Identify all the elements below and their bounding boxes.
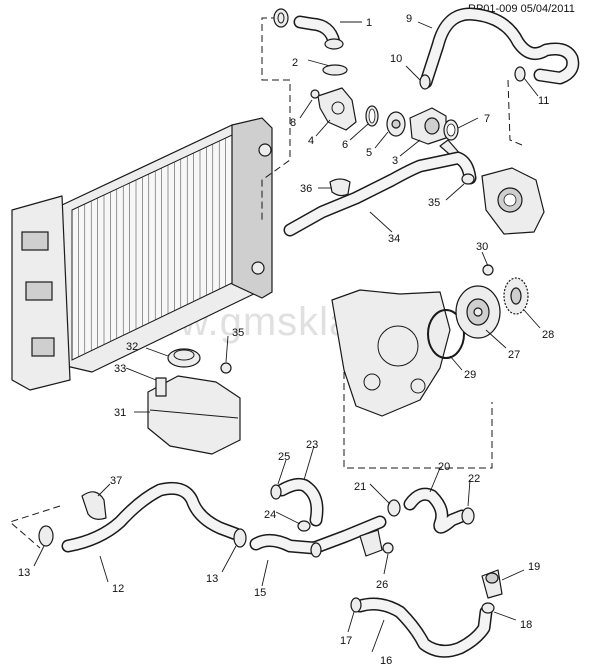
seal-ring [365,105,379,127]
tank-fitting [220,362,232,374]
callout-9: 9 [406,13,412,25]
radiator-outlet-hose [61,481,243,553]
callout-30: 30 [476,241,488,253]
heater-outlet-hose [403,487,469,534]
thermostat [386,111,406,137]
callout-12: 12 [112,583,124,595]
callout-3: 3 [392,155,398,167]
gasket [443,119,459,141]
callout-19: 19 [528,561,540,573]
bolt [382,542,394,554]
callout-27: 27 [508,349,520,361]
clamp [273,8,289,28]
callout-11: 11 [538,95,549,107]
callout-17: 17 [340,635,352,647]
callout-4: 4 [308,135,314,147]
water-pump [455,285,501,339]
hose-clamp [419,74,431,90]
callout-23: 23 [306,439,318,451]
hose-clamp [310,542,322,558]
clamp [322,64,348,76]
pipe-bracket [359,529,383,557]
callout-28: 28 [542,329,554,341]
upper-hose [293,15,344,50]
callout-18: 18 [520,619,532,631]
hose-clamp [514,66,526,82]
callout-15: 15 [254,587,266,599]
hose-clamp [350,597,362,613]
callout-29: 29 [464,369,476,381]
callout-22: 22 [468,473,480,485]
callout-35a: 35 [232,327,244,339]
callout-8: 8 [290,117,296,129]
bracket [81,491,107,520]
callout-34: 34 [388,233,400,245]
callout-7: 7 [484,113,490,125]
surge-tank-cap [167,348,201,368]
callout-32: 32 [126,341,138,353]
engine-block-section [331,289,451,417]
hose-connector [481,569,503,599]
callout-21: 21 [354,481,366,493]
callout-5: 5 [366,147,372,159]
callout-37: 37 [110,475,122,487]
surge-tank [147,375,241,455]
assembly-guide-lines [9,17,523,549]
callout-13b: 13 [206,573,218,585]
callout-35b: 35 [428,197,440,209]
heater-hose [419,7,580,89]
throttle-body [481,167,545,235]
document-reference: RP01-009 05/04/2011 [468,3,575,15]
callout-20: 20 [438,461,450,473]
callout-33: 33 [114,363,126,375]
hose-clamp [233,528,247,548]
heater-inlet-hose [275,478,324,527]
callout-2: 2 [292,57,298,69]
callout-6: 6 [342,139,348,151]
callout-13a: 13 [18,567,30,579]
thermostat-housing [310,87,357,131]
hose-clamp [387,499,401,517]
callout-10: 10 [390,53,402,65]
radiator [11,117,273,391]
hose-clamp [297,520,311,532]
callout-16: 16 [380,655,392,667]
water-pump-sprocket [503,277,529,315]
callout-24: 24 [264,509,276,521]
leader-lines [33,21,541,653]
callout-26: 26 [376,579,388,591]
hose-clamp [38,525,54,547]
water-pump-seal [427,309,465,359]
callout-31: 31 [114,407,126,419]
radiator-fins [71,135,233,360]
callout-labels: 1 2 3 4 5 6 7 8 9 10 11 12 13 13 15 16 1… [18,13,554,667]
callout-1: 1 [366,17,372,29]
coolant-pipe [249,515,387,555]
hose-clamp [461,507,475,525]
bypass-pipe [283,151,477,237]
bolt [482,264,494,276]
clip [329,178,351,197]
hose-clamp [270,484,282,500]
lower-heater-hose [353,597,493,658]
callout-36: 36 [300,183,312,195]
callout-25: 25 [278,451,290,463]
hose-clamp [461,173,475,185]
hose-clamp [481,602,495,614]
